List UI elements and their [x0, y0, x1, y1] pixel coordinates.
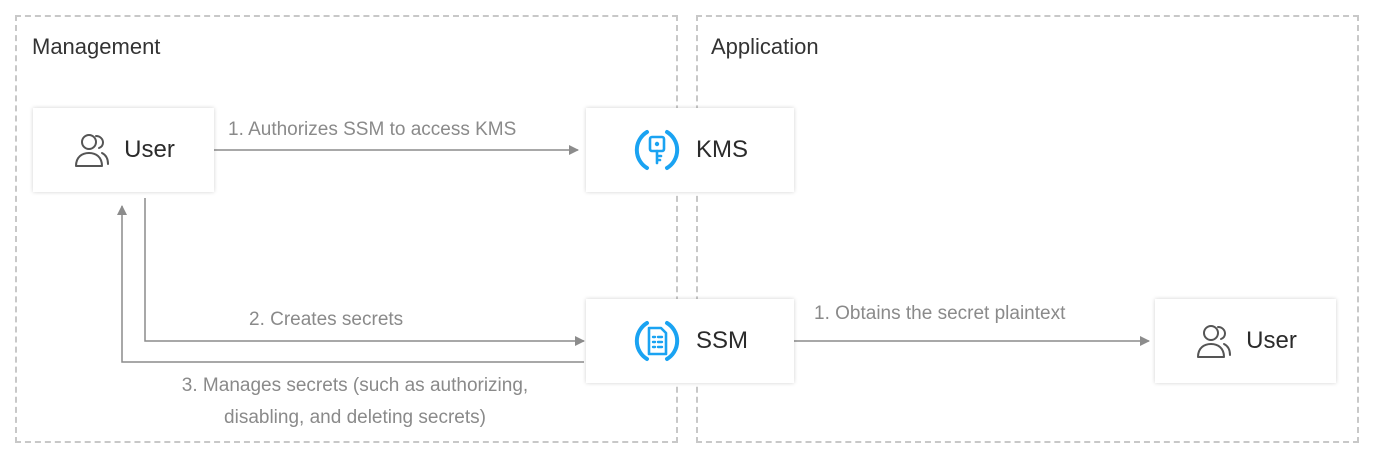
application-zone-title: Application [711, 34, 819, 59]
edge-create-arrow [144, 198, 585, 346]
edge-create-label: 2. Creates secrets [249, 309, 404, 330]
user-management-node[interactable]: User [33, 108, 214, 192]
management-zone-title: Management [32, 34, 161, 59]
kms-label: KMS [695, 136, 748, 163]
kms-key-icon [632, 125, 682, 175]
edge-obtain-label: 1. Obtains the secret plaintext [814, 303, 1066, 324]
ssm-node[interactable]: SSM [586, 299, 794, 383]
user-management-label: User [124, 136, 175, 163]
edge-authorize-label: 1. Authorizes SSM to access KMS [228, 119, 517, 140]
user-application-label: User [1246, 327, 1297, 354]
user-group-icon [72, 130, 110, 170]
user-application-node[interactable]: User [1155, 299, 1336, 383]
ssm-document-icon [632, 316, 682, 366]
ssm-label: SSM [695, 327, 748, 354]
edge-manage-arrow [117, 205, 584, 363]
user-group-icon [1194, 321, 1232, 361]
management-zone [15, 15, 678, 443]
kms-node[interactable]: KMS [586, 108, 794, 192]
edge-manage-label: 3. Manages secrets (such as authorizing,… [181, 375, 529, 428]
application-zone [696, 15, 1359, 443]
